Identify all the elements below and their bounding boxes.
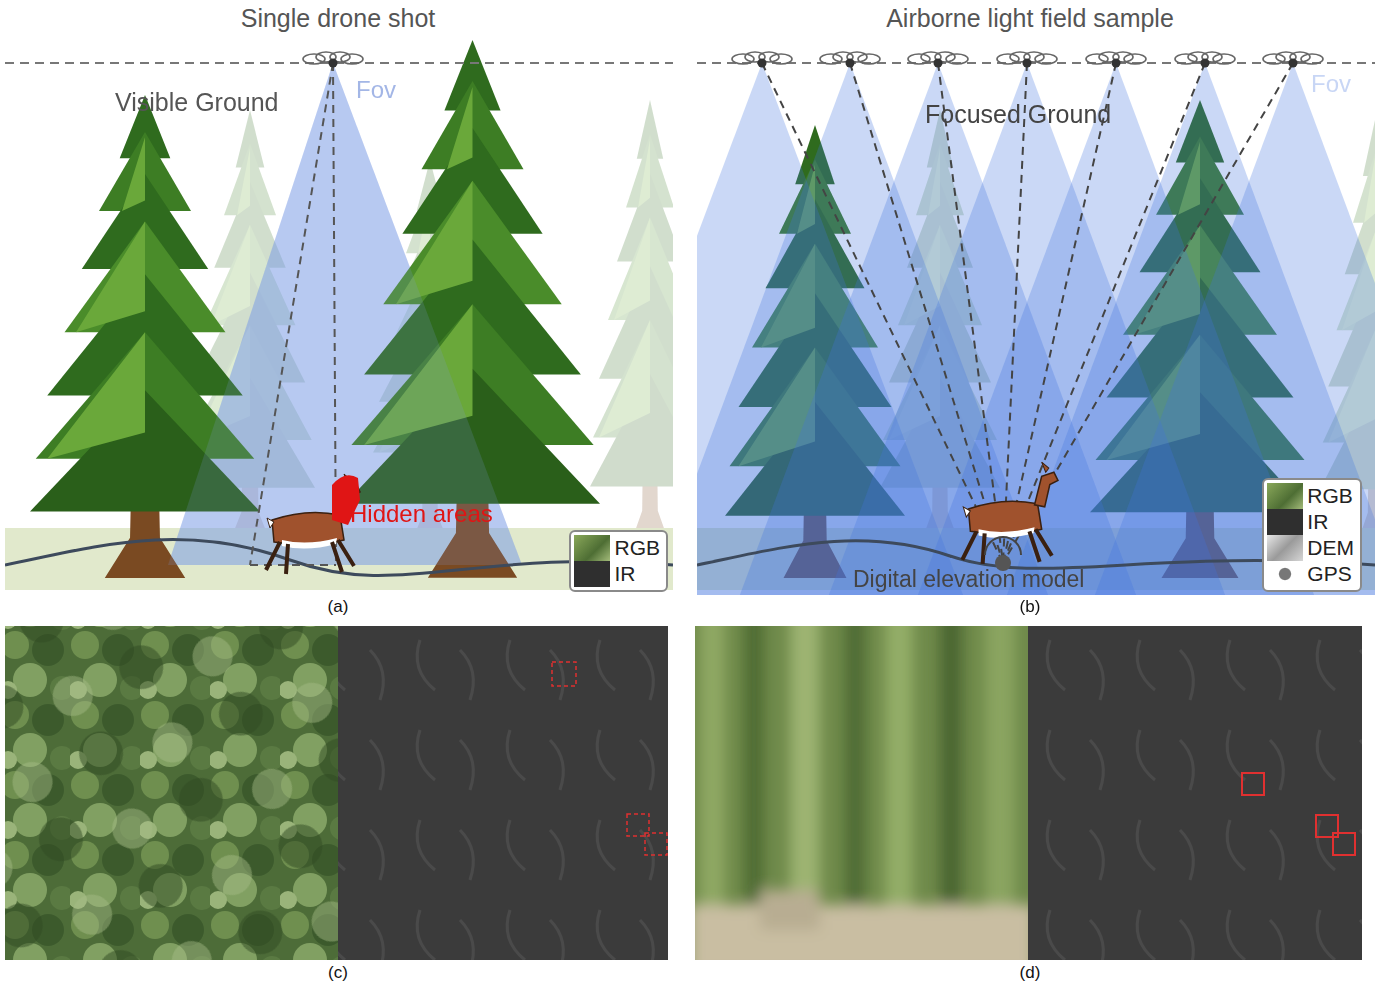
legend-swatch: [1267, 561, 1303, 587]
legend-swatch: [574, 561, 610, 587]
label: Hidden areas: [350, 500, 493, 528]
legend-box: RGBIR: [569, 530, 668, 592]
label: Airborne light field sample: [886, 4, 1174, 33]
legend-text: GPS: [1307, 562, 1351, 586]
legend-text: DEM: [1307, 536, 1354, 560]
label: Fov: [1311, 70, 1351, 98]
label: Single drone shot: [241, 4, 436, 33]
legend-row: IR: [574, 561, 660, 587]
legend-row: IR: [1267, 509, 1354, 535]
legend-row: RGB: [1267, 483, 1354, 509]
legend-row: GPS: [1267, 561, 1354, 587]
legend-row: DEM: [1267, 535, 1354, 561]
legend-swatch: [1267, 535, 1303, 561]
legend-row: RGB: [574, 535, 660, 561]
legend-swatch: [574, 535, 610, 561]
legend-box: RGBIRDEMGPS: [1262, 478, 1362, 592]
legend-text: RGB: [1307, 484, 1353, 508]
label: Visible Ground: [115, 88, 279, 117]
legend-text: IR: [1307, 510, 1328, 534]
legend-swatch: [1267, 483, 1303, 509]
legend-text: IR: [614, 562, 635, 586]
legend-swatch: [1267, 509, 1303, 535]
legend-text: RGB: [614, 536, 660, 560]
label: (c): [328, 963, 348, 983]
label: Fov: [356, 76, 396, 104]
label: (d): [1020, 963, 1041, 983]
label: Focused Ground: [925, 100, 1111, 129]
label: (a): [328, 597, 349, 617]
label: Digital elevation model: [853, 566, 1084, 592]
label: (b): [1020, 597, 1041, 617]
